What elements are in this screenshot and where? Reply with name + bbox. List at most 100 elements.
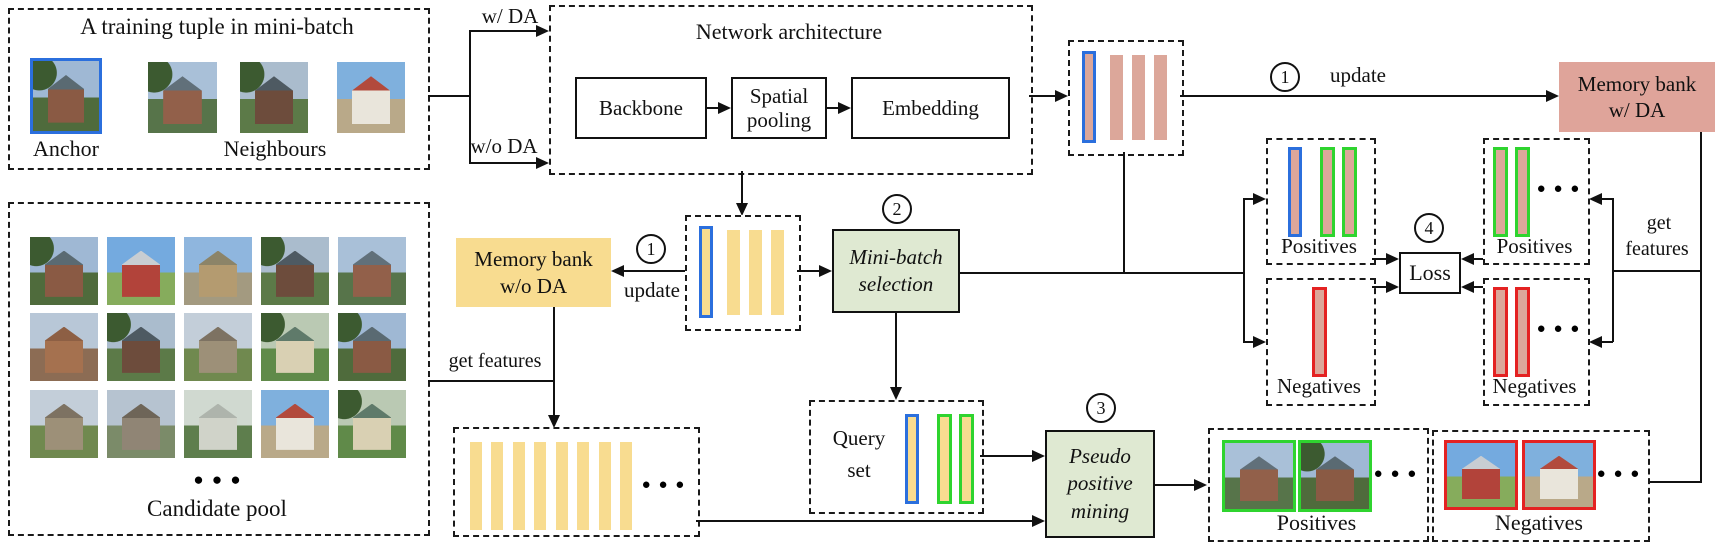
feature-bar: [534, 442, 546, 530]
connector-line: [1372, 286, 1387, 288]
embedding-label: Embedding: [882, 95, 979, 120]
memory-bank-da-line2: w/ DA: [1608, 98, 1666, 122]
connector-line: [1602, 198, 1613, 200]
neighbour-image: [240, 62, 308, 133]
feature-bar: [727, 230, 740, 315]
arrowhead: [1461, 253, 1474, 265]
arrowhead: [819, 265, 832, 277]
anchor-image: [30, 58, 102, 134]
connector-line: [797, 270, 821, 272]
neighbour-image: [337, 62, 405, 133]
candidate-photo: [338, 313, 406, 381]
network-architecture-title: Network architecture: [695, 19, 883, 44]
connector-line: [1243, 198, 1245, 342]
connector-line: [1155, 484, 1196, 486]
candidate-photo: [107, 237, 175, 305]
connector-line: [469, 162, 537, 164]
positive-image: [1298, 440, 1372, 512]
loss-box: Loss: [1399, 252, 1461, 294]
anchor-feature-bar: [1288, 147, 1302, 237]
positive-feature-bar: [1342, 147, 1357, 237]
arrowhead: [536, 25, 549, 37]
ellipsis-dots: ● ● ●: [641, 477, 687, 493]
mini-batch-line2: selection: [858, 272, 934, 296]
candidate-photo: [184, 237, 252, 305]
connector-line: [696, 520, 1034, 522]
feature-bar: [513, 442, 525, 530]
arrowhead: [1386, 253, 1399, 265]
ellipsis-dots: ● ● ●: [1373, 466, 1419, 482]
connector-line: [741, 171, 743, 205]
connector-line: [1472, 258, 1483, 260]
embedding-block: Embedding: [851, 77, 1010, 139]
feature-bar: [556, 442, 568, 530]
arrowhead: [838, 102, 851, 114]
candidate-photo: [30, 237, 98, 305]
arrowhead: [548, 415, 560, 428]
spatial-pooling-label: Spatial pooling: [746, 83, 812, 132]
arrowhead: [611, 265, 624, 277]
arrowhead: [1589, 193, 1602, 205]
positive-feature-bar: [1515, 147, 1530, 237]
connector-line: [1472, 286, 1483, 288]
memory-bank-da-box: Memory bank w/ DA: [1559, 62, 1715, 132]
negative-feature-bar: [1493, 287, 1508, 377]
feature-bar: [749, 230, 762, 315]
candidate-photo: [261, 313, 329, 381]
negative-feature-bar: [1312, 287, 1327, 377]
get-features-right-line1: get: [1646, 212, 1672, 234]
step-number: 3: [1096, 397, 1106, 418]
query-set-line1: Query: [832, 426, 886, 450]
step-1-badge: 1: [636, 234, 666, 264]
candidate-photo: [107, 390, 175, 458]
arrowhead: [1253, 336, 1266, 348]
query-set-box: [809, 400, 984, 514]
update-label: update: [624, 278, 680, 302]
positive-feature-bar: [1320, 147, 1335, 237]
pseudo-line3: mining: [1070, 498, 1130, 523]
positive-feature-bar: [959, 414, 974, 504]
negative-feature-bar: [1515, 287, 1530, 377]
negative-image: [1522, 440, 1596, 510]
arrowhead: [1253, 193, 1266, 205]
neighbours-label: Neighbours: [223, 136, 327, 161]
step-3-badge: 3: [1086, 393, 1116, 423]
step-1-badge: 1: [1270, 62, 1300, 92]
step-number: 1: [1280, 66, 1290, 87]
mini-batch-line1: Mini-batch: [849, 244, 943, 269]
backbone-label: Backbone: [599, 95, 683, 120]
arrowhead: [536, 157, 549, 169]
connector-line: [827, 107, 840, 109]
with-da-label: w/ DA: [481, 4, 539, 28]
anchor-feature-bar: [1082, 51, 1096, 143]
connector-line: [707, 107, 720, 109]
connector-line: [1243, 198, 1254, 200]
arrowhead: [718, 102, 731, 114]
mini-batch-selection-box: Mini-batch selection: [832, 229, 960, 313]
connector-line: [980, 455, 1034, 457]
connector-line: [1700, 132, 1702, 483]
arrowhead: [736, 203, 748, 216]
get-features-right-line2: features: [1625, 238, 1689, 260]
step-4-badge: 4: [1414, 213, 1444, 243]
feature-bar: [577, 442, 589, 530]
negative-image: [1444, 440, 1518, 510]
connector-line: [1243, 341, 1254, 343]
neighbour-image: [148, 62, 217, 133]
training-tuple-title: A training tuple in mini-batch: [80, 14, 354, 39]
step-2-badge: 2: [882, 194, 912, 224]
connector-line: [428, 380, 555, 382]
arrowhead: [1032, 450, 1045, 462]
spatial-pooling-block: Spatial pooling: [731, 77, 827, 139]
arrowhead: [1589, 336, 1602, 348]
feature-bar: [1132, 55, 1145, 140]
candidate-photo: [261, 390, 329, 458]
ellipsis-dots: ● ● ●: [193, 470, 243, 489]
connector-line: [1180, 95, 1548, 97]
connector-line: [1123, 152, 1125, 274]
connector-line: [1602, 341, 1613, 343]
anchor-feature-bar: [699, 226, 713, 318]
feature-bar: [1110, 55, 1123, 140]
connector-line: [622, 270, 685, 272]
connector-line: [469, 30, 537, 32]
